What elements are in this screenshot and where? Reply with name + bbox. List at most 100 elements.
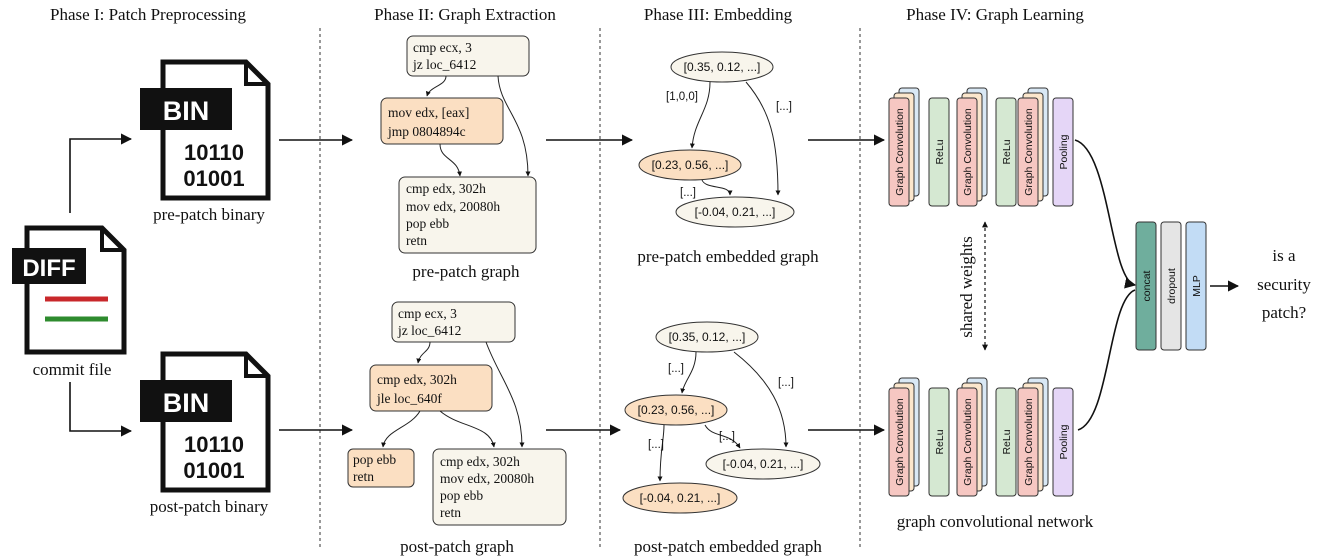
embed-node <box>675 196 795 228</box>
pre-binary-caption: pre-patch binary <box>153 205 265 224</box>
arrow-bottom-to-concat <box>1077 289 1136 431</box>
embed-node <box>705 448 821 480</box>
edge-label: [...] <box>680 187 696 199</box>
relu-layer: ReLu <box>928 97 950 207</box>
layer-box <box>928 387 950 497</box>
embed-edge <box>680 351 697 394</box>
code-line: retn <box>440 505 461 520</box>
pre-embedded-caption: pre-patch embedded graph <box>637 247 819 266</box>
pre-block-1: cmp ecx, 3 jz loc_6412 <box>406 35 530 77</box>
post-binary-caption: post-patch binary <box>150 497 269 516</box>
code-line: jz loc_6412 <box>397 323 461 338</box>
layer-label: ReLu <box>1001 429 1013 454</box>
code-line: jz loc_6412 <box>412 57 476 72</box>
bin-icon-label: BIN <box>163 96 210 126</box>
post-binary-icon: BIN 10110 01001 <box>140 351 271 493</box>
edge-label: [...] <box>776 101 792 113</box>
code-line: retn <box>353 469 374 484</box>
layer-box <box>956 387 978 497</box>
embed-node <box>670 51 774 83</box>
layer-label: ReLu <box>934 139 946 164</box>
graph-conv-layer: Graph Convolution <box>956 377 988 497</box>
pooling-layer: Pooling <box>1052 97 1074 207</box>
code-line: retn <box>406 233 427 248</box>
cfg-edge <box>425 75 447 97</box>
layer-label: Graph Convolution <box>962 398 974 486</box>
edge-label: [...] <box>668 363 684 375</box>
layer-box <box>1052 97 1074 207</box>
relu-layer: ReLu <box>995 387 1017 497</box>
embed-node-label: [0.23, 0.56, ...] <box>652 158 729 172</box>
layer-label: ReLu <box>934 429 946 454</box>
graph-conv-layer: Graph Convolution <box>888 377 920 497</box>
code-line: jle loc_640f <box>376 391 442 406</box>
graph-conv-layer: Graph Convolution <box>956 87 988 207</box>
arrow-top-to-concat <box>1074 139 1137 289</box>
pre-binary-icon: BIN 10110 01001 <box>140 59 271 201</box>
arrow-to-post-binary <box>69 382 133 437</box>
pooling-layer: Pooling <box>1052 387 1074 497</box>
code-line: jmp 0804894c <box>387 124 466 139</box>
layer-box <box>928 97 950 207</box>
graph-conv-layer: Graph Convolution <box>1017 87 1049 207</box>
output-question: is a <box>1272 246 1296 265</box>
embed-node <box>622 482 738 514</box>
graph-conv-layer: Graph Convolution <box>1017 377 1049 497</box>
layer-label: Graph Convolution <box>894 398 906 486</box>
layer-label: ReLu <box>1001 139 1013 164</box>
code-line: pop ebb <box>440 488 483 503</box>
cfg-edge <box>416 341 431 364</box>
post-block-1: cmp ecx, 3 jz loc_6412 <box>391 301 516 343</box>
code-line: mov edx, [eax] <box>388 105 469 120</box>
embed-node <box>624 394 728 426</box>
embed-edge <box>704 424 741 449</box>
relu-layer: ReLu <box>928 387 950 497</box>
relu-layer: ReLu <box>995 97 1017 207</box>
pre-block-2: mov edx, [eax] jmp 0804894c <box>380 97 504 145</box>
layer-label: Pooling <box>1058 424 1070 459</box>
embed-node-label: [0.35, 0.12, ...] <box>669 330 746 344</box>
embed-edge <box>745 81 781 196</box>
layer-label: Graph Convolution <box>1023 108 1035 196</box>
edge-label: [1,0,0] <box>666 91 698 103</box>
arrow-to-pre-binary <box>69 133 133 213</box>
cfg-edge <box>439 410 496 448</box>
bin-digits: 01001 <box>183 166 244 191</box>
edge-label: [...] <box>648 439 664 451</box>
embed-node-label: [0.23, 0.56, ...] <box>638 403 715 417</box>
phase-title-3: Phase III: Embedding <box>644 5 793 24</box>
gcn-stack-bottom: Graph Convolution ReLu Graph Convolution Re… <box>888 377 1074 497</box>
mlp-label: MLP <box>1191 275 1203 297</box>
code-line: cmp edx, 302h <box>440 454 520 469</box>
embed-node-label: [0.35, 0.12, ...] <box>684 60 761 74</box>
cfg-edge <box>497 75 531 177</box>
code-line: cmp edx, 302h <box>406 181 486 196</box>
dropout-layer: dropout <box>1160 221 1182 351</box>
post-block-2: cmp edx, 302h jle loc_640f <box>369 364 493 412</box>
embed-node <box>655 321 759 353</box>
embed-edge <box>701 179 733 196</box>
post-block-3: pop ebb retn <box>347 448 415 488</box>
gcn-stack-top: Graph Convolution ReLu Graph Convolution Re… <box>888 87 1074 207</box>
bin-digits: 10110 <box>184 140 244 165</box>
embed-edge <box>733 351 789 448</box>
mlp-layer: MLP <box>1185 221 1207 351</box>
layer-box <box>995 387 1017 497</box>
diff-icon-label: DIFF <box>22 255 75 282</box>
bin-digits: 01001 <box>183 458 244 483</box>
layer-label: Graph Convolution <box>1023 398 1035 486</box>
layer-label: Pooling <box>1058 134 1070 169</box>
post-graph-caption: post-patch graph <box>400 537 514 556</box>
phase-title-1: Phase I: Patch Preprocessing <box>50 5 246 24</box>
code-line: cmp edx, 302h <box>377 372 457 387</box>
diff-file-icon: DIFF <box>12 225 127 355</box>
cfg-edge <box>381 410 421 448</box>
gcn-caption: graph convolutional network <box>897 512 1094 531</box>
output-question: security <box>1257 275 1311 294</box>
layer-box <box>1017 97 1039 207</box>
edge-label: [...] <box>719 431 735 443</box>
layer-box <box>888 387 910 497</box>
edge-label: [...] <box>778 377 794 389</box>
dropout-label: dropout <box>1166 268 1178 304</box>
